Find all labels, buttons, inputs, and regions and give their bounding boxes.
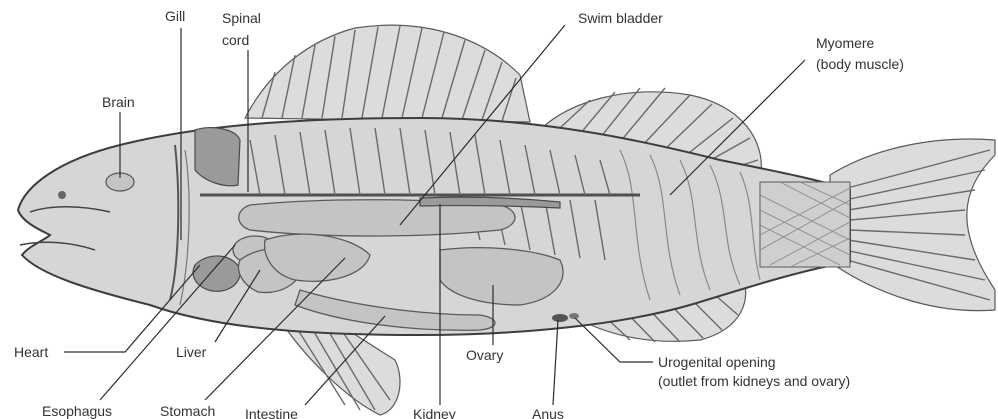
label-urogenital-line1: Urogenital opening [658,354,776,370]
label-liver: Liver [176,344,207,360]
label-intestine: Intestine [245,406,298,419]
label-urogenital-line2: (outlet from kidneys and ovary) [658,373,850,389]
label-gill: Gill [165,8,185,24]
label-brain: Brain [102,94,135,110]
caudal-fin [830,139,995,311]
label-esophagus: Esophagus [42,403,112,419]
label-heart: Heart [14,344,48,360]
label-swim-bladder: Swim bladder [578,10,663,26]
anus-opening [552,314,568,322]
label-spinal-cord-line2: cord [222,32,249,48]
urogenital-pore [569,313,579,319]
dorsal-spiny-fin [245,25,530,122]
label-myomere-line1: Myomere [816,35,875,51]
label-anus: Anus [532,406,564,419]
label-myomere-line2: (body muscle) [816,56,904,72]
label-kidney: Kidney [413,406,456,419]
label-stomach: Stomach [160,403,215,419]
label-ovary: Ovary [466,347,503,363]
label-spinal-cord-line1: Spinal [222,10,261,26]
caudal-peduncle [760,182,850,267]
